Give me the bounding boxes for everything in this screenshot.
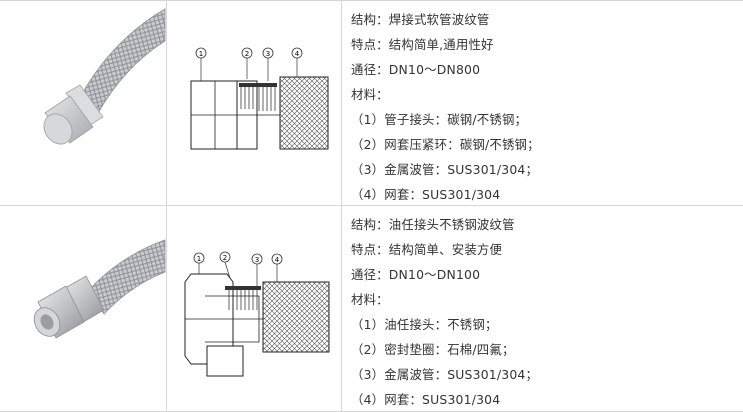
spec-text-cell: 结构：油任接头不锈钢波纹管 特点：结构简单、安装方便 通径：DN10～DN100… xyxy=(342,206,743,411)
material-heading: 材料： xyxy=(351,292,389,307)
structure-diagram-cell: 1 2 3 4 xyxy=(167,206,342,411)
product-photo-cell xyxy=(0,206,167,411)
material-item: （4）网套：SUS301/304 xyxy=(351,392,501,407)
material-item: （2）网套压紧环：碳钢/不锈钢； xyxy=(351,137,540,152)
feature-line: 特点：结构简单、安装方便 xyxy=(351,242,503,257)
callout-3: 3 xyxy=(262,47,274,81)
svg-text:1: 1 xyxy=(197,255,201,263)
callout-1: 1 xyxy=(195,47,207,81)
callout-4: 4 xyxy=(291,47,303,77)
material-item: （1）管子接头：碳钢/不锈钢； xyxy=(351,112,528,127)
svg-text:2: 2 xyxy=(245,50,249,58)
structure-line: 结构：油任接头不锈钢波纹管 xyxy=(351,217,515,232)
feature-line: 特点：结构简单,通用性好 xyxy=(351,37,494,52)
welded-hose-diagram: 1 2 3 4 xyxy=(190,47,329,150)
svg-text:4: 4 xyxy=(275,256,280,264)
material-item: （3）金属波管：SUS301/304； xyxy=(351,367,539,382)
product-row-welded: 1 2 3 4 xyxy=(0,0,743,206)
svg-text:3: 3 xyxy=(255,256,259,264)
callout-2: 2 xyxy=(241,47,253,79)
material-item: （2）密封垫圈：石棉/四氟； xyxy=(351,342,515,357)
material-item: （4）网套：SUS301/304 xyxy=(351,187,501,202)
product-photo-cell xyxy=(0,1,167,206)
diameter-line: 通径：DN10～DN100 xyxy=(351,267,481,282)
svg-text:2: 2 xyxy=(223,254,227,262)
callout-3: 3 xyxy=(251,253,263,286)
material-item: （1）油任接头：不锈钢； xyxy=(351,317,498,332)
union-hose-diagram: 1 2 3 4 xyxy=(184,251,330,377)
union-hose-photo xyxy=(33,239,166,339)
product-row-union: 1 2 3 4 xyxy=(0,205,743,412)
material-heading: 材料： xyxy=(351,87,389,102)
svg-text:3: 3 xyxy=(266,50,270,58)
material-item: （3）金属波管：SUS301/304； xyxy=(351,162,539,177)
structure-diagram-cell: 1 2 3 4 xyxy=(167,1,342,206)
diameter-line: 通径：DN10～DN800 xyxy=(351,62,481,77)
welded-hose-photo xyxy=(43,8,166,145)
svg-text:1: 1 xyxy=(199,50,203,58)
callout-4: 4 xyxy=(271,253,283,282)
spec-text-cell: 结构：焊接式软管波纹管 特点：结构简单,通用性好 通径：DN10～DN800 材… xyxy=(342,1,743,206)
structure-line: 结构：焊接式软管波纹管 xyxy=(351,12,490,27)
svg-text:4: 4 xyxy=(295,50,300,58)
